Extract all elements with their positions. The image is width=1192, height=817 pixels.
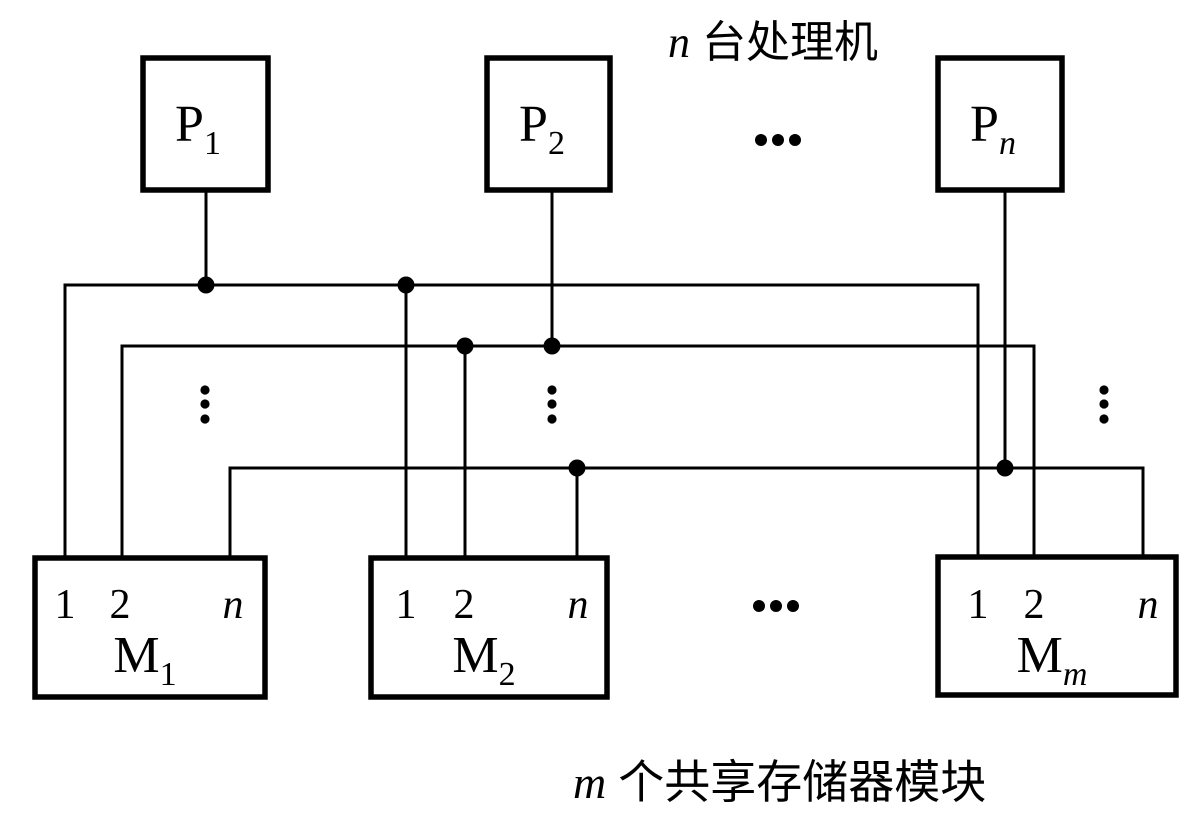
bus3-line xyxy=(228,466,1145,558)
processor-box-p1 xyxy=(140,55,271,193)
m2-port2-label: 2 xyxy=(454,582,475,628)
processor-label-p2: P2 xyxy=(519,96,565,162)
junction-dot-bus2-p2 xyxy=(543,337,561,355)
mm-port2-label: 2 xyxy=(1024,582,1045,628)
memory-row: 1 2 n M1 1 2 n M2 1 2 n Mm xyxy=(32,554,1179,700)
m2-port1-label: 1 xyxy=(396,582,417,628)
bus1-line xyxy=(63,283,980,558)
memory-box-m1 xyxy=(32,555,268,700)
m1-port1-label: 1 xyxy=(55,582,76,628)
top-annotation-variable: n xyxy=(668,18,690,67)
bottom-annotation-variable: m xyxy=(573,757,606,808)
memory-box-mm xyxy=(935,554,1179,698)
junction-dot-bus1-p1 xyxy=(197,276,215,294)
processor-label-p1: P1 xyxy=(175,96,221,162)
vertical-ellipsis-right-icon xyxy=(1099,385,1109,424)
junction-dot-bus3-pn xyxy=(996,459,1014,477)
m2-portn-label: n xyxy=(568,582,589,628)
memory-row-ellipsis-icon xyxy=(753,600,799,612)
processor-row: P1 P2 Pn xyxy=(140,55,1065,193)
processor-label-pn: Pn xyxy=(970,96,1016,162)
processor-box-p2 xyxy=(484,55,613,193)
vertical-ellipsis-middle-icon xyxy=(547,385,557,424)
top-annotation-text: 台处理机 xyxy=(702,18,878,67)
junction-dot-bus2-m2port2 xyxy=(456,337,474,355)
junction-dot-bus1-m2port1 xyxy=(397,276,415,294)
memory-label-m1: M1 xyxy=(113,627,176,693)
interconnect-wires xyxy=(63,190,1145,558)
vertical-ellipsis-left-icon xyxy=(200,385,210,424)
mm-port1-label: 1 xyxy=(968,582,989,628)
memory-label-mm: Mm xyxy=(1017,627,1088,693)
m1-portn-label: n xyxy=(223,582,244,628)
bottom-annotation-text: 个共享存储器模块 xyxy=(618,757,986,808)
mm-portn-label: n xyxy=(1138,582,1159,628)
memory-label-m2: M2 xyxy=(452,627,515,693)
processor-row-ellipsis-icon xyxy=(755,134,801,146)
bus2-line xyxy=(120,344,1036,558)
junction-dot-bus3-m2portn xyxy=(568,459,586,477)
processor-box-pn xyxy=(935,55,1065,193)
m1-port2-label: 2 xyxy=(110,582,131,628)
memory-box-m2 xyxy=(368,555,610,700)
